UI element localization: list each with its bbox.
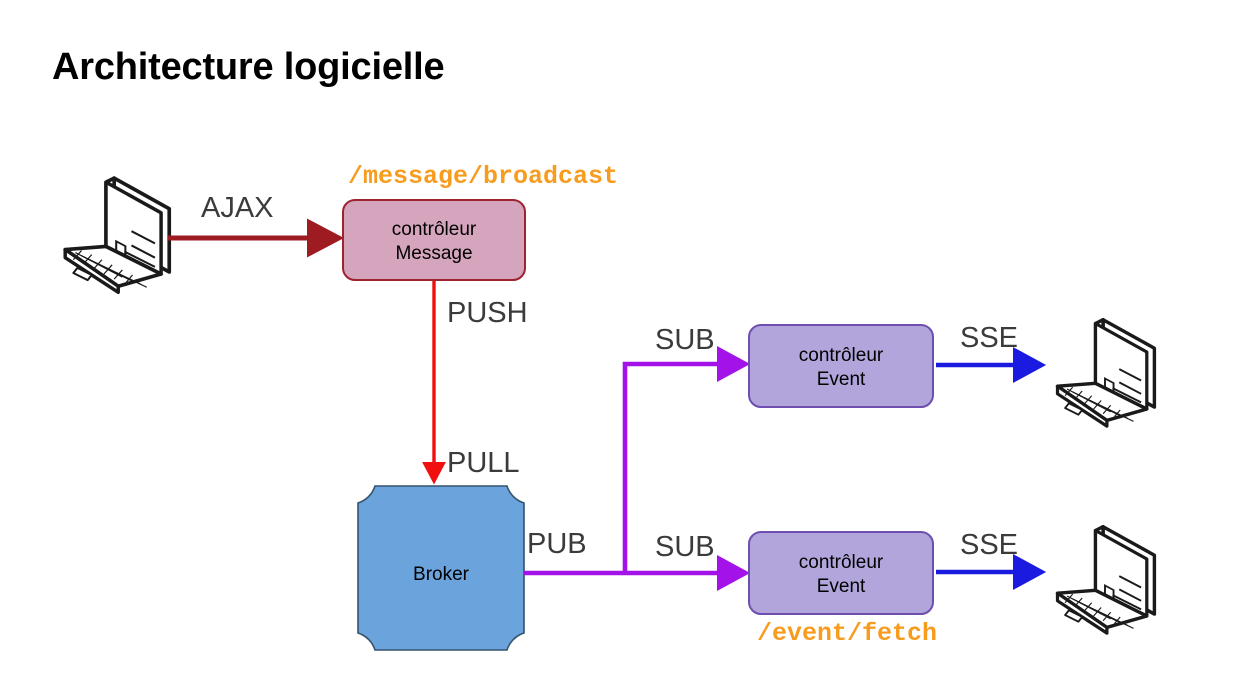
route-label-event-fetch: /event/fetch: [757, 619, 938, 648]
edge-label-sse-bottom: SSE: [960, 529, 1019, 561]
edge-label-sub-top: SUB: [655, 324, 715, 356]
node-controller-event-bottom-label: contrôleur Event: [798, 552, 884, 597]
node-controller-event-top-label: contrôleur Event: [798, 345, 884, 390]
node-broker-label: Broker: [413, 564, 470, 585]
node-controller-event-top[interactable]: contrôleur Event: [748, 324, 934, 408]
route-label-message-broadcast: /message/broadcast: [348, 162, 619, 191]
edge-label-pull: PULL: [447, 447, 520, 479]
edge-label-ajax: AJAX: [201, 192, 274, 224]
edge-label-sse-top: SSE: [960, 322, 1019, 354]
laptop-icon-client-bottom-right: [1055, 524, 1157, 635]
edge-sub-top: [622, 346, 751, 573]
page-title: Architecture logicielle: [52, 46, 445, 88]
node-controller-event-bottom[interactable]: contrôleur Event: [748, 531, 934, 615]
edge-label-push: PUSH: [447, 297, 528, 329]
node-controller-message[interactable]: contrôleur Message: [342, 199, 526, 281]
node-controller-message-label: contrôleur Message: [391, 219, 477, 264]
edge-label-pub: PUB: [527, 528, 587, 560]
laptop-icon-client-top-right: [1055, 317, 1157, 428]
laptop-icon-client-left: [63, 176, 172, 295]
edge-label-sub-bottom: SUB: [655, 531, 715, 563]
node-broker-shape: [357, 485, 525, 651]
